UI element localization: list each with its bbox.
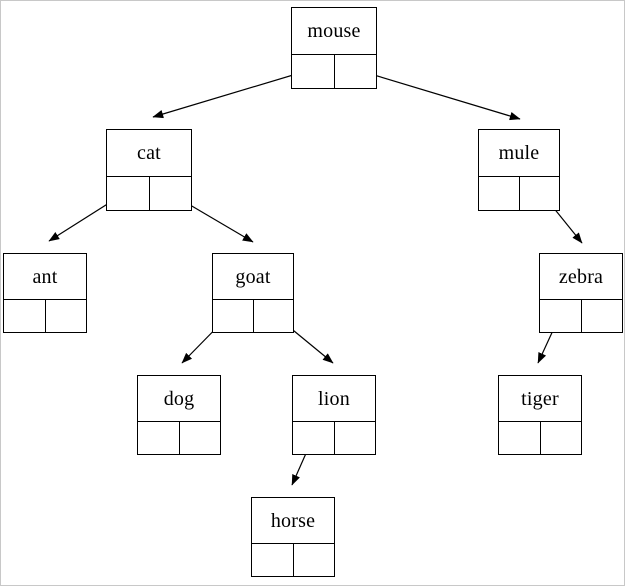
node-right-pointer-cat[interactable] xyxy=(149,177,191,210)
node-left-pointer-mouse[interactable] xyxy=(292,55,335,88)
node-left-pointer-lion[interactable] xyxy=(293,422,335,454)
node-left-pointer-mule[interactable] xyxy=(479,177,520,210)
node-label-lion: lion xyxy=(293,376,375,422)
node-right-pointer-ant[interactable] xyxy=(45,300,86,332)
node-right-pointer-lion[interactable] xyxy=(334,422,375,454)
node-left-pointer-horse[interactable] xyxy=(252,544,294,576)
node-pointers-dog xyxy=(138,422,220,454)
tree-node-mouse[interactable]: mouse xyxy=(291,7,377,89)
node-left-pointer-ant[interactable] xyxy=(4,300,46,332)
node-label-mule: mule xyxy=(479,130,559,177)
node-pointers-mouse xyxy=(292,55,376,88)
edge-mouse-to-mule xyxy=(353,68,521,121)
node-right-pointer-tiger[interactable] xyxy=(540,422,581,454)
node-label-cat: cat xyxy=(107,130,191,177)
tree-node-zebra[interactable]: zebra xyxy=(539,253,623,333)
edge-mouse-to-cat xyxy=(152,68,314,119)
node-left-pointer-cat[interactable] xyxy=(107,177,150,210)
node-right-pointer-zebra[interactable] xyxy=(581,300,622,332)
node-label-tiger: tiger xyxy=(499,376,581,422)
node-pointers-ant xyxy=(4,300,86,332)
node-label-ant: ant xyxy=(4,254,86,300)
tree-node-dog[interactable]: dog xyxy=(137,375,221,455)
node-pointers-lion xyxy=(293,422,375,454)
node-pointers-horse xyxy=(252,544,334,576)
node-label-horse: horse xyxy=(252,498,334,544)
node-left-pointer-tiger[interactable] xyxy=(499,422,541,454)
node-label-dog: dog xyxy=(138,376,220,422)
node-pointers-cat xyxy=(107,177,191,210)
tree-node-goat[interactable]: goat xyxy=(212,253,294,333)
tree-node-mule[interactable]: mule xyxy=(478,129,560,211)
node-pointers-zebra xyxy=(540,300,622,332)
node-left-pointer-zebra[interactable] xyxy=(540,300,582,332)
tree-node-horse[interactable]: horse xyxy=(251,497,335,577)
node-pointers-tiger xyxy=(499,422,581,454)
node-left-pointer-goat[interactable] xyxy=(213,300,254,332)
tree-node-cat[interactable]: cat xyxy=(106,129,192,211)
node-label-mouse: mouse xyxy=(292,8,376,55)
node-left-pointer-dog[interactable] xyxy=(138,422,180,454)
node-right-pointer-mouse[interactable] xyxy=(334,55,376,88)
node-pointers-mule xyxy=(479,177,559,210)
node-right-pointer-mule[interactable] xyxy=(519,177,559,210)
tree-node-lion[interactable]: lion xyxy=(292,375,376,455)
node-label-zebra: zebra xyxy=(540,254,622,300)
tree-node-tiger[interactable]: tiger xyxy=(498,375,582,455)
tree-node-ant[interactable]: ant xyxy=(3,253,87,333)
node-pointers-goat xyxy=(213,300,293,332)
node-label-goat: goat xyxy=(213,254,293,300)
node-right-pointer-goat[interactable] xyxy=(253,300,293,332)
node-right-pointer-dog[interactable] xyxy=(179,422,220,454)
node-right-pointer-horse[interactable] xyxy=(293,544,334,576)
